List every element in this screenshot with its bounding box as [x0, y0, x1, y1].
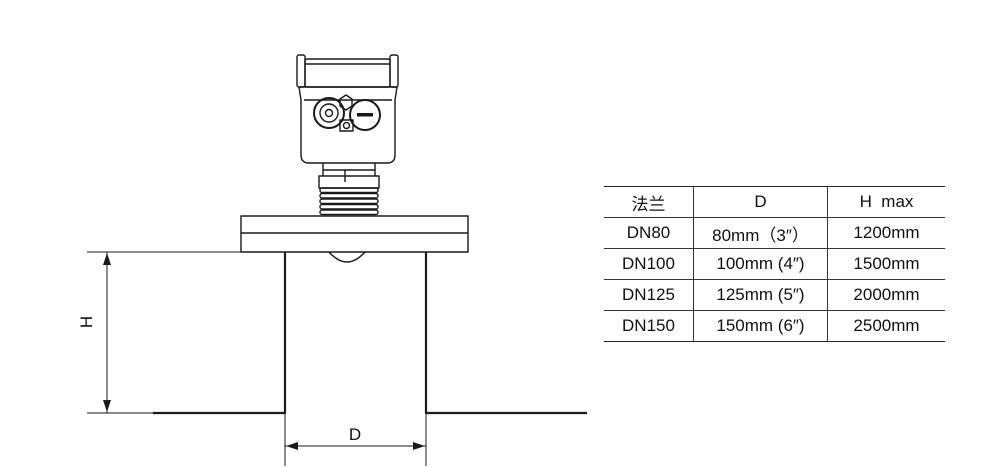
hex-nut: [339, 94, 353, 111]
cell-hmax: 1500mm: [827, 248, 945, 280]
housing-lid: [296, 54, 399, 88]
cell-flange: DN150: [622, 316, 675, 335]
cell-diameter: 80mm（3″）: [693, 217, 828, 249]
ground-screw: [339, 119, 354, 132]
cooling-fins: [319, 187, 379, 216]
flange: [240, 215, 469, 253]
header-hmax: H max: [827, 186, 945, 218]
header-flange: 法兰: [604, 186, 694, 218]
neck: [318, 163, 380, 189]
cell-diameter: 100mm (4″): [693, 248, 828, 280]
cell-hmax: 1200mm: [827, 217, 945, 249]
diameter-label: D: [349, 425, 361, 444]
nozzle: [153, 252, 587, 415]
cell-diameter: 125mm (5″): [693, 279, 828, 311]
diameter-dimension: [284, 414, 427, 466]
table-row: DN100 100mm (4″) 1500mm: [604, 248, 945, 280]
table-row: DN150 150mm (6″) 2500mm: [604, 310, 945, 342]
table-header-row: 法兰 D H max: [604, 186, 945, 218]
flange-spec-table: 法兰 D H max DN80 80mm（3″） 1200mm DN100 10…: [604, 186, 945, 342]
cell-flange: DN80: [604, 217, 694, 249]
housing-body: [298, 86, 398, 164]
cell-diameter: 150mm (6″): [693, 310, 828, 342]
cable-gland-left: [313, 97, 345, 129]
height-dimension: [87, 251, 241, 414]
antenna-lens: [328, 251, 366, 263]
cell-hmax: 2500mm: [827, 310, 945, 342]
cable-gland-right: [349, 99, 381, 131]
header-diameter: D: [693, 186, 828, 218]
table-row: DN125 125mm (5″) 2000mm: [604, 279, 945, 311]
height-label: H: [77, 316, 96, 328]
table-row: DN80 80mm（3″） 1200mm: [604, 217, 945, 249]
cell-hmax: 2000mm: [827, 279, 945, 311]
cell-flange: DN100: [604, 248, 694, 280]
cell-flange: DN125: [604, 279, 694, 311]
